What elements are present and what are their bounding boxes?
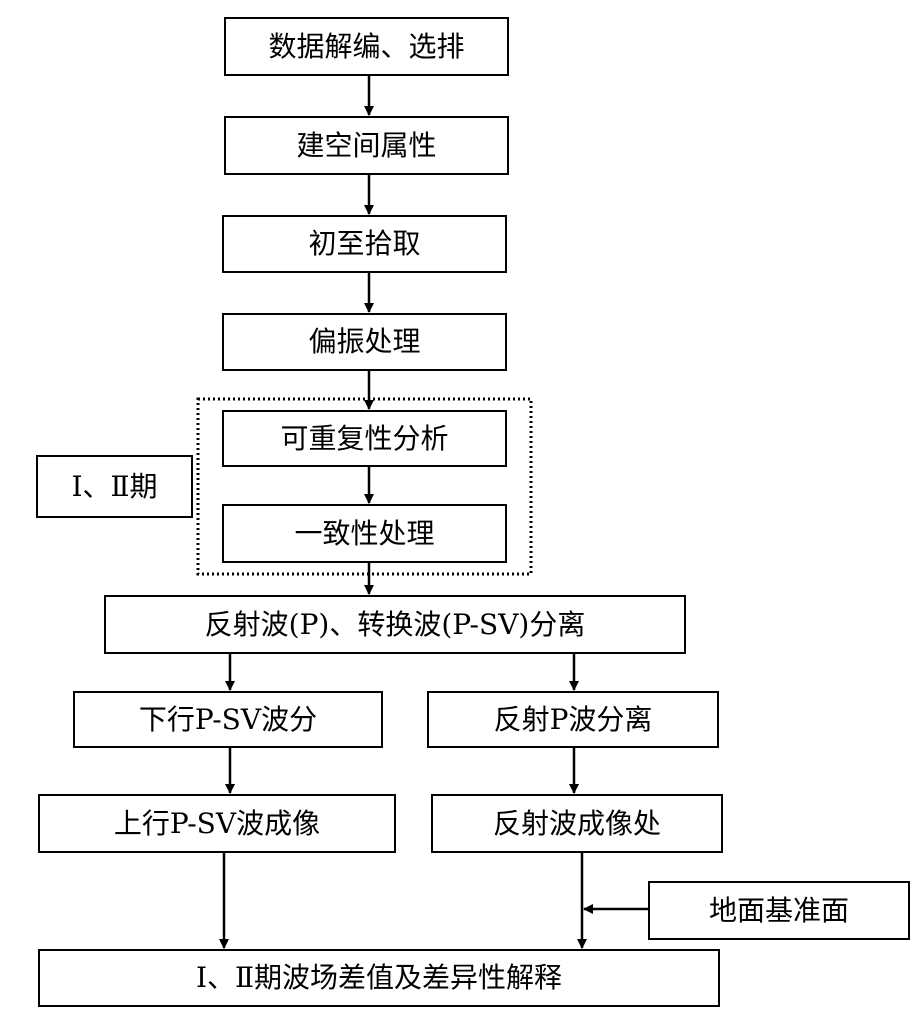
- step-upgoing-psv-imaging: 上行P-SV波成像: [38, 794, 396, 853]
- group-dotted-frame: [196, 397, 533, 576]
- step-first-break-picking: 初至拾取: [222, 215, 507, 273]
- step-consistency-processing: 一致性处理: [222, 504, 507, 563]
- step-data-decode: 数据解编、选排: [224, 17, 509, 76]
- step-reflected-imaging: 反射波成像处: [431, 794, 723, 853]
- step-polarization: 偏振处理: [222, 313, 507, 371]
- step-spatial-attributes: 建空间属性: [224, 116, 509, 175]
- step-downgoing-psv: 下行P-SV波分: [73, 691, 383, 748]
- step-wave-separation: 反射波(P)、转换波(P-SV)分离: [104, 595, 686, 654]
- step-reflected-p-separation: 反射P波分离: [427, 691, 719, 748]
- group-label-phase: Ⅰ、Ⅱ期: [36, 455, 193, 518]
- step-ground-datum: 地面基准面: [648, 881, 910, 940]
- step-interpretation: Ⅰ、Ⅱ期波场差值及差异性解释: [38, 949, 720, 1007]
- step-repeatability-analysis: 可重复性分析: [222, 410, 507, 467]
